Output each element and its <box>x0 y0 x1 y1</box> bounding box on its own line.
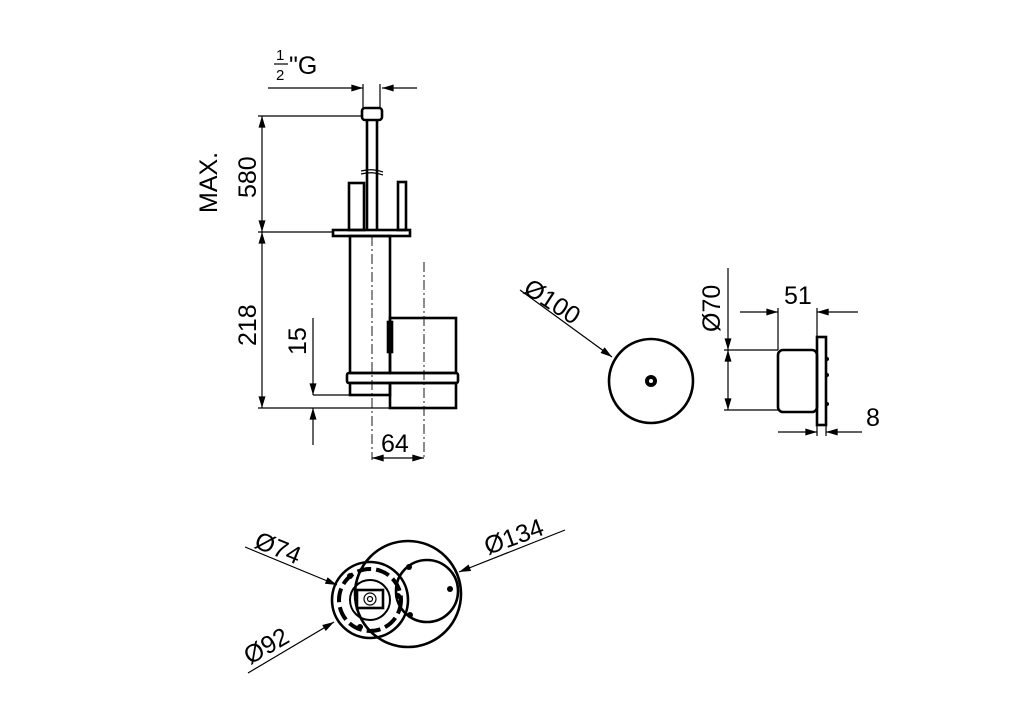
diameter-70-label: Ø70 <box>698 285 726 332</box>
height-body-label: 218 <box>234 304 262 346</box>
diameter-92-label: Ø92 <box>239 622 294 670</box>
fitting-body <box>331 106 460 460</box>
side-view: Ø100 <box>519 274 695 425</box>
front-view: 1 2 "G <box>195 47 460 462</box>
thread-fraction-numerator: 1 <box>276 47 284 64</box>
right-view: Ø70 51 8 <box>698 268 880 436</box>
flange-8-label: 8 <box>866 404 880 432</box>
offset-label: 15 <box>284 327 312 355</box>
bottom-view: Ø74 Ø92 Ø134 <box>239 513 566 674</box>
thread-size-label: "G <box>289 52 317 80</box>
diameter-100-label: Ø100 <box>519 274 586 331</box>
max-label: MAX. <box>195 152 223 213</box>
thread-fraction-denominator: 2 <box>276 67 284 84</box>
height-max-label: 580 <box>234 156 262 198</box>
diameter-74-label: Ø74 <box>251 527 305 571</box>
thread-dimension <box>268 84 417 108</box>
diameter-134-label: Ø134 <box>480 513 547 560</box>
depth-51-label: 51 <box>784 282 812 310</box>
height-dimensions <box>258 115 425 462</box>
width-label: 64 <box>381 430 409 458</box>
